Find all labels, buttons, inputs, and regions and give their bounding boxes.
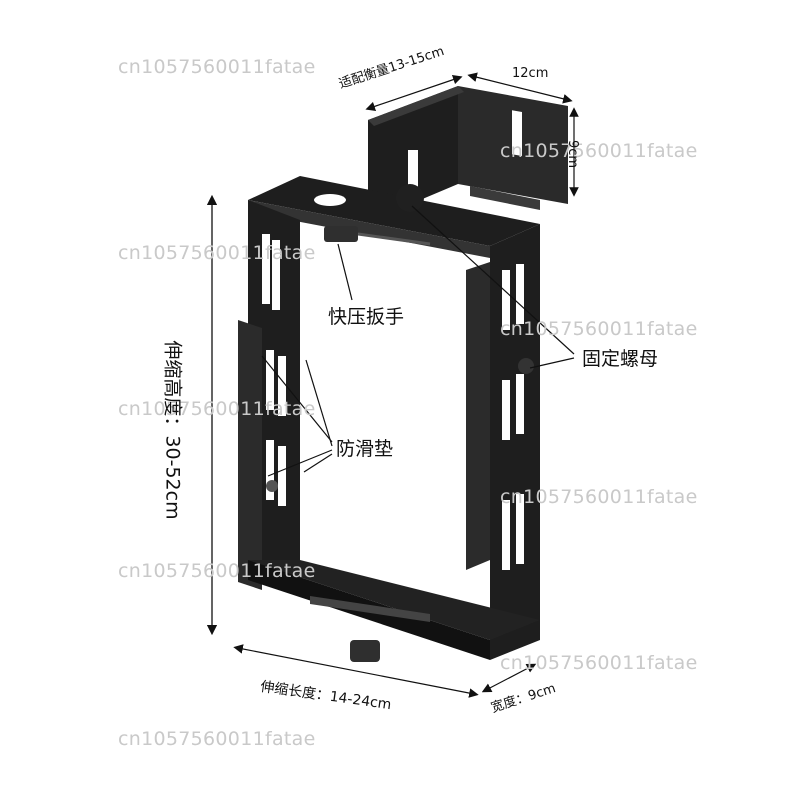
watermark: cn1057560011fatae — [118, 242, 316, 264]
watermark: cn1057560011fatae — [118, 728, 316, 750]
left-rail — [238, 200, 300, 590]
watermark: cn1057560011fatae — [500, 318, 698, 340]
length-dimension-line — [233, 644, 479, 698]
quick-clamp-lever — [324, 226, 431, 246]
top-width-label: 12cm — [512, 66, 549, 81]
watermark: cn1057560011fatae — [118, 56, 316, 78]
watermark: cn1057560011fatae — [500, 486, 698, 508]
watermark: cn1057560011fatae — [118, 398, 316, 420]
pad-leader-4 — [303, 453, 333, 473]
pad-leader-3 — [267, 449, 333, 477]
top-depth-label: 9cm — [565, 140, 580, 169]
quick-clamp-leader — [337, 243, 353, 301]
watermark: cn1057560011fatae — [500, 140, 698, 162]
top-u-clamp — [368, 86, 568, 222]
top-width-dimension-line — [467, 72, 573, 104]
pad-leader-2 — [305, 359, 333, 447]
width-dimension-line — [481, 663, 537, 693]
right-rail — [466, 224, 540, 660]
top-knob — [396, 184, 424, 212]
height-range-label: 伸缩高度：30-52cm — [161, 340, 184, 520]
watermark: cn1057560011fatae — [500, 652, 698, 674]
fixing-nut-label: 固定螺母 — [582, 348, 659, 370]
watermark: cn1057560011fatae — [118, 560, 316, 582]
nut-leader-1 — [411, 205, 575, 355]
nut-leader-2 — [529, 357, 575, 369]
top-fit-dimension-line — [365, 75, 463, 111]
anti-slip-pad-label: 防滑垫 — [336, 438, 394, 460]
quick-clamp-label: 快压扳手 — [328, 306, 405, 328]
pad-leader-1 — [261, 355, 333, 443]
bottom-bar — [248, 560, 540, 662]
